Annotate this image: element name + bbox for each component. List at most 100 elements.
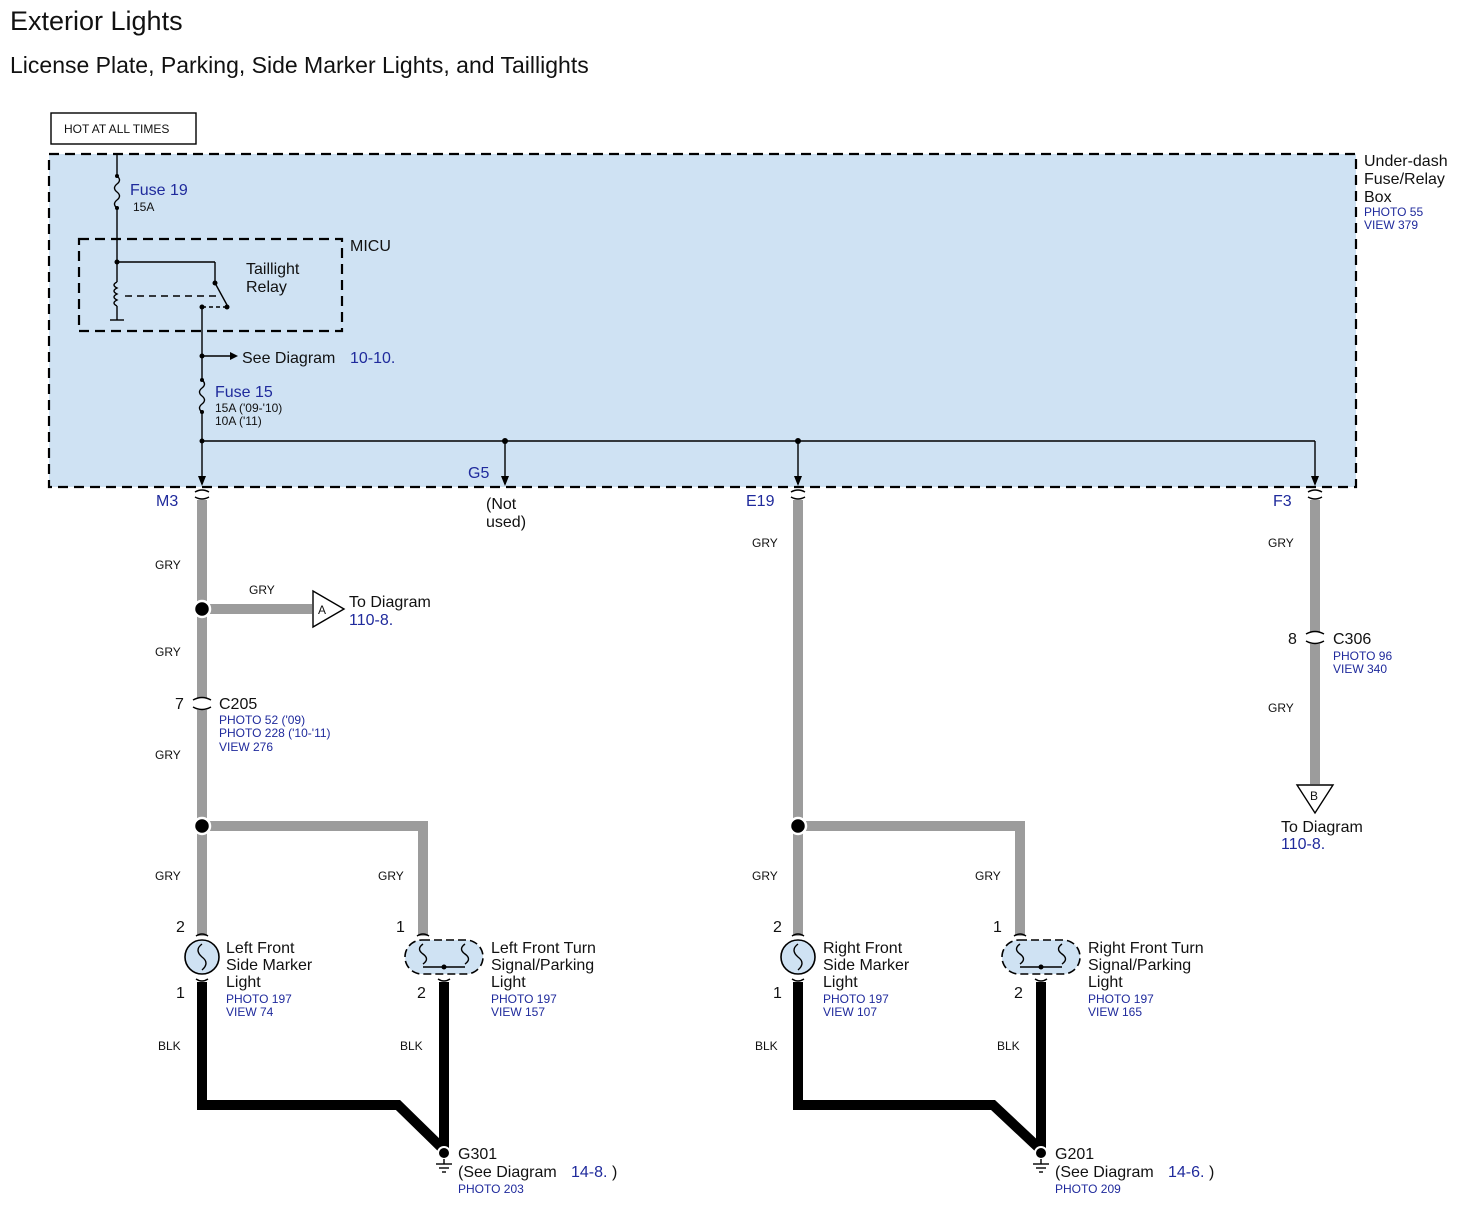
wire-gry-label-m3-3: GRY — [155, 748, 181, 762]
g301-close-paren: ) — [612, 1164, 617, 1181]
right-turn-name-line1: Right Front Turn — [1088, 940, 1204, 957]
m3-arrow-icon — [198, 476, 206, 486]
c205-photo1-link[interactable]: PHOTO 52 ('09) — [219, 713, 305, 727]
left-side-marker-bulb-icon — [184, 933, 220, 982]
to-diagram-b-ref-link[interactable]: 110-8. — [1281, 836, 1325, 853]
terminal-f3-label: F3 — [1273, 493, 1292, 510]
right-turn-view-link[interactable]: VIEW 165 — [1088, 1005, 1142, 1019]
left-turn-name-line2: Signal/Parking — [491, 957, 594, 974]
wire-to-right-turn — [798, 821, 1025, 936]
see-diagram-10-10-link[interactable]: 10-10. — [350, 350, 395, 367]
g5-not-used-line2: used) — [486, 514, 526, 531]
wire-blk-label-right-turn: BLK — [997, 1039, 1020, 1053]
wire-blk-left-marker-ground — [197, 982, 448, 1154]
to-diagram-b-triangle-icon — [1295, 784, 1335, 815]
left-marker-name-line1: Left Front — [226, 940, 295, 957]
left-marker-name-line2: Side Marker — [226, 957, 313, 974]
left-marker-photo-link[interactable]: PHOTO 197 — [226, 992, 292, 1006]
g5-arrow-icon — [501, 476, 509, 486]
hot-at-all-times-box: HOT AT ALL TIMES — [50, 112, 197, 145]
wire-gry-label-f3-2: GRY — [1268, 701, 1294, 715]
page-title: Exterior Lights — [10, 6, 183, 36]
right-side-marker-bulb-icon — [780, 933, 816, 982]
g201-diagram-link[interactable]: 14-6. — [1168, 1164, 1204, 1181]
c306-pin-number: 8 — [1288, 631, 1297, 648]
left-turn-signal-bulb-icon — [404, 933, 484, 982]
right-turn-name-line3: Light — [1088, 974, 1123, 991]
right-turn-photo-link[interactable]: PHOTO 197 — [1088, 992, 1154, 1006]
connector-c306-icon — [1305, 630, 1325, 645]
g301-photo-link[interactable]: PHOTO 203 — [458, 1182, 524, 1196]
fuse-15-rating-1: 15A ('09-'10) — [215, 401, 282, 415]
fuse-19-rating: 15A — [133, 200, 154, 214]
wire-gry-label-left-turn: GRY — [378, 869, 404, 883]
left-marker-name-line3: Light — [226, 974, 261, 991]
wire-blk-label-right-marker: BLK — [755, 1039, 778, 1053]
right-turn-pin-top: 1 — [993, 919, 1002, 936]
fuse-15-icon — [198, 379, 206, 413]
wire-gry-label-right-turn: GRY — [975, 869, 1001, 883]
right-marker-pin-top: 2 — [773, 919, 782, 936]
right-marker-name-line3: Light — [823, 974, 858, 991]
to-diagram-a-letter: A — [318, 603, 326, 617]
wire-gry-label-right-marker: GRY — [752, 869, 778, 883]
right-marker-name-line2: Side Marker — [823, 957, 910, 974]
left-marker-pin-bottom: 1 — [176, 985, 185, 1002]
wire-gry-label-e19: GRY — [752, 536, 778, 550]
see-diagram-text: See Diagram — [242, 350, 335, 367]
splice-left-junction — [192, 816, 212, 836]
g201-photo-link[interactable]: PHOTO 209 — [1055, 1182, 1121, 1196]
wire-gry-label-left-marker: GRY — [155, 869, 181, 883]
g5-not-used-line1: (Not — [486, 496, 517, 513]
to-diagram-a-text: To Diagram — [349, 594, 431, 611]
to-diagram-a-ref-link[interactable]: 110-8. — [349, 612, 393, 629]
c306-photo-link[interactable]: PHOTO 96 — [1333, 649, 1392, 663]
connector-f3-icon — [1307, 489, 1323, 500]
c205-photo2-link[interactable]: PHOTO 228 ('10-'11) — [219, 726, 331, 740]
g301-see-text: (See Diagram — [458, 1164, 557, 1181]
wire-blk-label-left-turn: BLK — [400, 1039, 423, 1053]
wire-gry-label-m3-2: GRY — [155, 645, 181, 659]
c306-label: C306 — [1333, 631, 1371, 648]
terminal-e19-label: E19 — [746, 493, 775, 510]
right-marker-view-link[interactable]: VIEW 107 — [823, 1005, 877, 1019]
c205-label: C205 — [219, 696, 257, 713]
left-turn-photo-link[interactable]: PHOTO 197 — [491, 992, 557, 1006]
g301-diagram-link[interactable]: 14-8. — [571, 1164, 607, 1181]
right-marker-photo-link[interactable]: PHOTO 197 — [823, 992, 889, 1006]
page-subtitle: License Plate, Parking, Side Marker Ligh… — [10, 52, 589, 78]
connector-e19-icon — [790, 489, 806, 500]
splice-right-junction — [788, 816, 808, 836]
g201-label: G201 — [1055, 1146, 1094, 1163]
hot-at-all-times-label: HOT AT ALL TIMES — [64, 122, 169, 136]
f3-arrow-icon — [1311, 476, 1319, 486]
fuse-box-view-link[interactable]: VIEW 379 — [1364, 218, 1418, 232]
left-turn-name-line1: Left Front Turn — [491, 940, 596, 957]
g301-label: G301 — [458, 1146, 497, 1163]
ground-g201-icon — [1033, 1146, 1049, 1173]
terminal-g5-label: G5 — [468, 465, 489, 482]
left-turn-view-link[interactable]: VIEW 157 — [491, 1005, 545, 1019]
wire-blk-right-marker-ground — [793, 982, 1045, 1154]
taillight-relay-label-line2: Relay — [246, 279, 287, 296]
g201-close-paren: ) — [1209, 1164, 1214, 1181]
ground-g301-icon — [436, 1146, 452, 1173]
right-marker-name-line1: Right Front — [823, 940, 903, 957]
c205-view-link[interactable]: VIEW 276 — [219, 740, 273, 754]
terminal-m3-label: M3 — [156, 493, 178, 510]
taillight-relay-label-line1: Taillight — [246, 261, 300, 278]
wire-gry-label-a: GRY — [249, 583, 275, 597]
fuse-19-label: Fuse 19 — [130, 182, 188, 199]
splice-a-junction — [192, 599, 212, 619]
wire-blk-label-left-marker: BLK — [158, 1039, 181, 1053]
left-marker-pin-top: 2 — [176, 919, 185, 936]
fuse-15-rating-2: 10A ('11) — [215, 414, 262, 428]
fuse-box-photo-link[interactable]: PHOTO 55 — [1364, 205, 1423, 219]
fuse-19-top-dot — [115, 174, 119, 178]
micu-label: MICU — [350, 238, 391, 255]
under-dash-fuse-relay-box — [47, 152, 1358, 489]
to-diagram-b-letter: B — [1310, 789, 1318, 803]
c306-view-link[interactable]: VIEW 340 — [1333, 662, 1387, 676]
left-marker-view-link[interactable]: VIEW 74 — [226, 1005, 274, 1019]
